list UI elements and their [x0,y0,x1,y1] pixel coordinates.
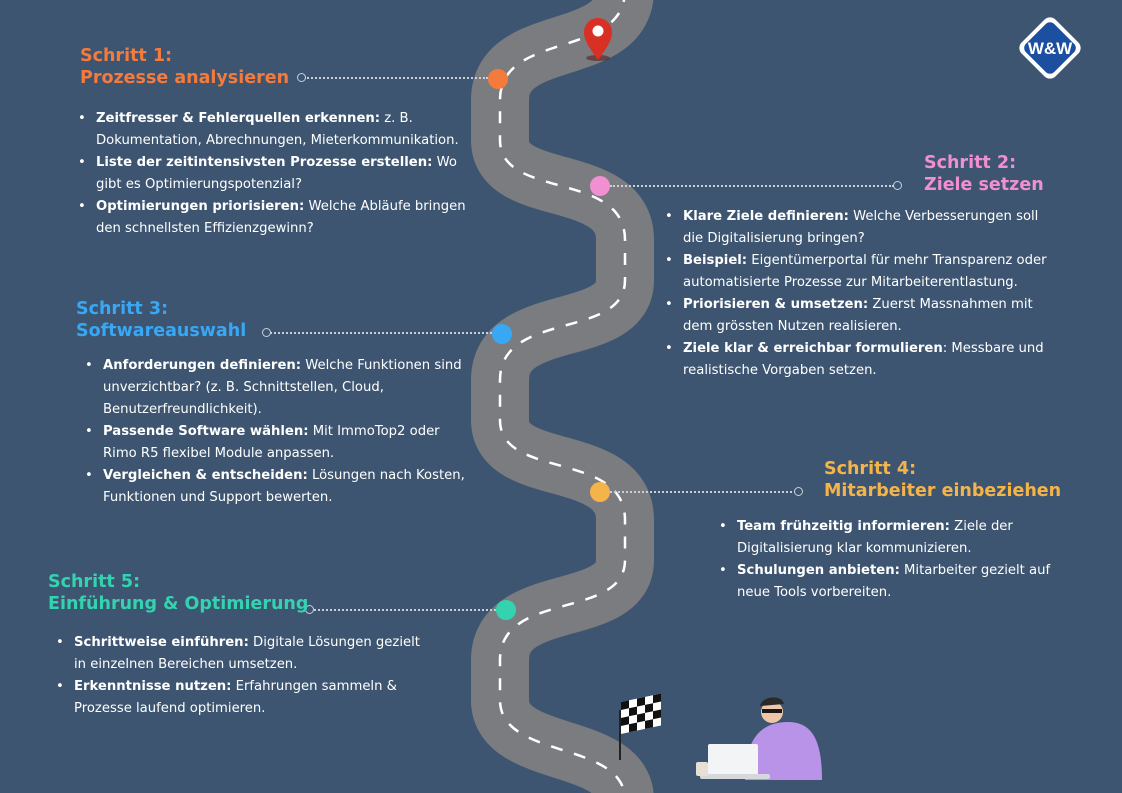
step-1-marker [488,69,508,89]
road-center-line [498,0,627,793]
step-3-title: Softwareauswahl [76,321,247,341]
list-item: Klare Ziele definieren: Welche Verbesser… [661,206,1056,250]
step-1-connector [304,77,488,79]
step-1-title: Prozesse analysieren [80,68,290,88]
step-5-bullets: Schrittweise einführen: Digitale Lösunge… [52,632,422,720]
step-2-connector [610,185,894,187]
step-1: Schritt 1: Prozesse analysieren [80,45,289,89]
step-2: Schritt 2: Ziele setzen [924,152,1044,196]
step-1-bullets: Zeitfresser & Fehlerquellen erkennen: z.… [74,108,474,240]
list-item: Ziele klar & erreichbar formulieren: Mes… [661,338,1056,382]
step-4-label: Schritt 4: [824,459,917,479]
step-2-marker [590,176,610,196]
step-4: Schritt 4: Mitarbeiter einbeziehen [824,458,1061,502]
step-4-bullets: Team frühzeitig informieren: Ziele der D… [715,516,1075,604]
list-item: Anforderungen definieren: Welche Funktio… [81,355,466,421]
ww-logo: W&W [1016,14,1084,82]
step-2-connector-end [893,181,902,190]
list-item: Priorisieren & umsetzen: Zuerst Massnahm… [661,294,1056,338]
step-4-connector [610,491,796,493]
step-5-label: Schritt 5: [48,572,141,592]
step-5-connector-end [305,605,314,614]
step-3-marker [492,324,512,344]
list-item: Zeitfresser & Fehlerquellen erkennen: z.… [74,108,474,152]
step-5-marker [496,600,516,620]
list-item: Passende Software wählen: Mit ImmoTop2 o… [81,421,466,465]
step-4-marker [590,482,610,502]
finish-flag-icon [619,693,661,760]
step-5-title: Einführung & Optimierung [48,594,309,614]
list-item: Beispiel: Eigentümerportal für mehr Tran… [661,250,1056,294]
list-item: Team frühzeitig informieren: Ziele der D… [715,516,1075,560]
logo-text: W&W [1028,39,1073,58]
step-3-connector [270,332,492,334]
step-4-connector-end [794,487,803,496]
step-1-connector-end [297,73,306,82]
step-4-title: Mitarbeiter einbeziehen [824,481,1062,501]
step-2-label: Schritt 2: [924,153,1017,173]
step-3-label: Schritt 3: [76,299,169,319]
step-5-connector [314,609,496,611]
step-3-connector-end [262,328,271,337]
map-pin-icon [584,18,612,61]
step-3: Schritt 3: Softwareauswahl [76,298,246,342]
person-with-laptop-illustration [696,697,822,780]
list-item: Vergleichen & entscheiden: Lösungen nach… [81,465,466,509]
step-1-label: Schritt 1: [80,46,173,66]
list-item: Schulungen anbieten: Mitarbeiter gezielt… [715,560,1075,604]
step-2-bullets: Klare Ziele definieren: Welche Verbesser… [661,206,1056,382]
step-3-bullets: Anforderungen definieren: Welche Funktio… [81,355,466,509]
list-item: Liste der zeitintensivsten Prozesse erst… [74,152,474,196]
list-item: Optimierungen priorisieren: Welche Abläu… [74,196,474,240]
list-item: Erkenntnisse nutzen: Erfahrungen sammeln… [52,676,422,720]
step-5: Schritt 5: Einführung & Optimierung [48,571,308,615]
list-item: Schrittweise einführen: Digitale Lösunge… [52,632,422,676]
step-2-title: Ziele setzen [924,175,1044,195]
